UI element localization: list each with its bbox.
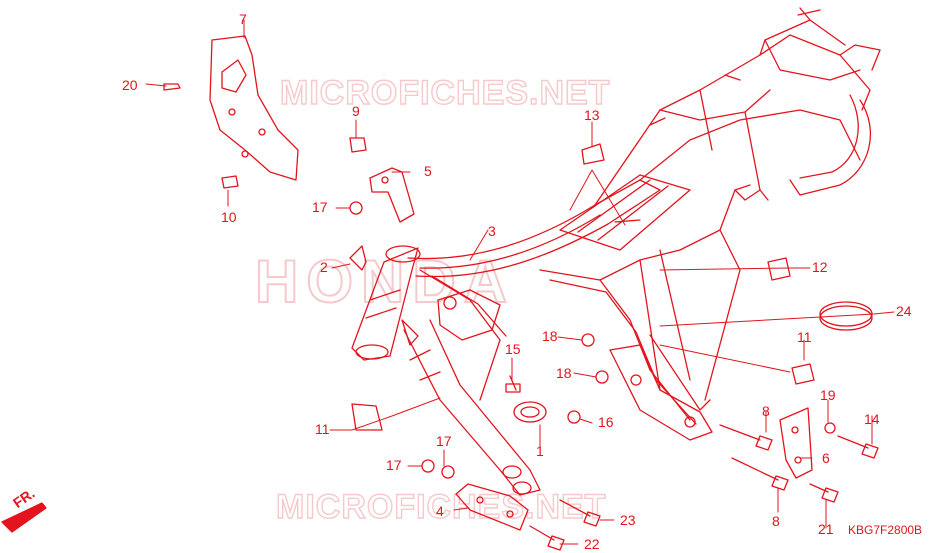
- callout-17-top: 17: [436, 433, 452, 449]
- callout-1: 1: [536, 443, 544, 459]
- part-4-guard: [455, 483, 529, 531]
- watermark-brand: HONDA: [255, 248, 515, 315]
- part-2-bracket: [349, 245, 367, 271]
- bolt-8-upper: [719, 424, 761, 441]
- frame-drawing: [1, 7, 895, 551]
- callout-15: 15: [505, 341, 521, 357]
- part-11-clamp-left: [351, 403, 383, 431]
- callout-16: 16: [598, 414, 614, 430]
- part-11-clamp-right: [791, 363, 815, 385]
- watermark-site-top: MICROFICHES.NET: [280, 74, 610, 112]
- callout-23: 23: [620, 512, 636, 528]
- part-1-clamp: [513, 401, 547, 423]
- main-backbone-tube: [407, 179, 661, 278]
- pivot-plate: [609, 344, 713, 441]
- callout-2: 2: [320, 259, 328, 275]
- callout-4: 4: [436, 503, 444, 519]
- upper-frame: [594, 34, 871, 206]
- bolt-23: [559, 499, 591, 517]
- callout-20: 20: [122, 77, 138, 93]
- watermarks: MICROFICHES.NET HONDA MICROFICHES.NET: [254, 73, 610, 526]
- part-5-bracket: [369, 167, 415, 223]
- front-down-tube: [419, 269, 501, 401]
- cross-member: [559, 174, 691, 251]
- callout-6: 6: [822, 450, 830, 466]
- callouts: 7 20 10 9 5 17 2 3 13 12 24 18 15 18 11 …: [122, 11, 912, 552]
- rear-down-tube: [539, 269, 691, 421]
- part-6-bracket: [779, 407, 813, 479]
- callout-17-left: 17: [386, 457, 402, 473]
- direction-arrow: [1, 502, 47, 533]
- callout-24: 24: [896, 303, 912, 319]
- watermark-site-bottom: MICROFICHES.NET: [276, 488, 606, 526]
- callout-11-left: 11: [315, 421, 330, 437]
- callout-11-right: 11: [797, 329, 812, 345]
- bolt-22: [529, 525, 555, 541]
- part-7-plate: [209, 35, 299, 181]
- callout-17: 17: [312, 199, 328, 215]
- part-12-clamp: [767, 257, 791, 281]
- callout-5: 5: [424, 163, 432, 179]
- callout-7: 7: [239, 11, 247, 27]
- rear-upright: [599, 184, 751, 281]
- head-pipe: [351, 247, 419, 361]
- callout-12: 12: [812, 259, 828, 275]
- callout-8-lower: 8: [772, 513, 780, 529]
- callout-21: 21: [818, 521, 834, 537]
- callout-18-upper: 18: [542, 328, 558, 344]
- callout-18-lower: 18: [556, 365, 572, 381]
- lower-tube-left: [403, 319, 541, 496]
- callout-3: 3: [488, 223, 496, 239]
- bolt-14: [837, 435, 869, 449]
- leader-lines: [145, 19, 895, 545]
- callout-22: 22: [584, 536, 600, 552]
- part-13-clamp: [581, 143, 605, 165]
- callout-8-upper: 8: [762, 403, 770, 419]
- bolt-8-lower: [731, 457, 779, 481]
- callout-14: 14: [864, 411, 880, 427]
- part-9-grommet: [349, 137, 367, 153]
- callout-13: 13: [584, 107, 600, 123]
- bolt-15: [509, 375, 517, 391]
- callout-19: 19: [820, 387, 836, 403]
- diagram-code: KBG7F2800B: [848, 523, 922, 537]
- callout-9: 9: [352, 103, 360, 119]
- callout-10: 10: [221, 209, 237, 225]
